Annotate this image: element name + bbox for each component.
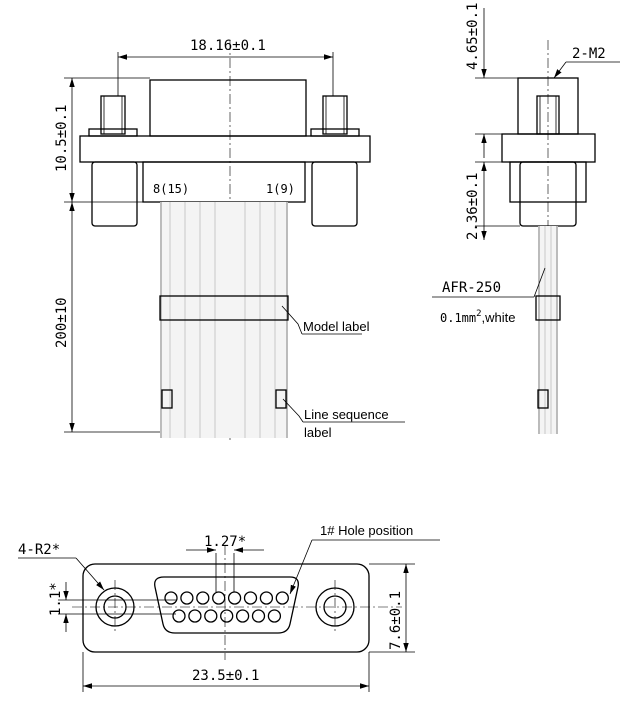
dim-side-thread: 2-M2 <box>553 46 620 79</box>
svg-text:Line sequence: Line sequence <box>304 407 389 422</box>
svg-text:1.27*: 1.27* <box>204 534 246 550</box>
front-model-label-band <box>159 295 289 321</box>
svg-text:label: label <box>304 425 332 440</box>
front-sequence-tag-left <box>161 389 173 409</box>
contact-pin <box>259 591 274 605</box>
svg-text:23.5±0.1: 23.5±0.1 <box>192 668 259 684</box>
svg-text:200±10: 200±10 <box>54 297 70 348</box>
front-flange <box>79 135 371 163</box>
contact-pin <box>220 609 234 623</box>
svg-text:1# Hole position: 1# Hole position <box>320 523 413 538</box>
svg-text:4.65±0.1: 4.65±0.1 <box>465 3 481 70</box>
leader-wire-spec: AFR-250 0.1mm2,white <box>432 267 546 325</box>
front-left-boss <box>91 161 138 227</box>
contact-pin <box>243 591 258 605</box>
contact-pin <box>251 609 266 623</box>
face-left-hole <box>95 587 135 627</box>
dim-row-offset: 1.1* <box>48 582 176 632</box>
dim-total-height: 7.6±0.1 <box>369 563 415 653</box>
leader-hole-position: 1# Hole position <box>289 523 440 595</box>
side-sequence-tag <box>537 389 549 409</box>
front-shell-top <box>149 79 307 137</box>
contact-pin <box>180 591 194 605</box>
front-right-boss <box>311 161 358 227</box>
side-view: 4.65±0.1 2.36±0.1 2-M2 AFR-250 0.1mm2,wh… <box>432 3 620 435</box>
contact-pin <box>275 591 289 605</box>
contact-pin <box>227 591 242 605</box>
contact-pin <box>204 609 218 623</box>
svg-text:1.1*: 1.1* <box>48 582 64 616</box>
svg-text:2-M2: 2-M2 <box>572 46 606 62</box>
svg-text:2.36±0.1: 2.36±0.1 <box>465 173 481 240</box>
dim-front-height: 10.5±0.1 <box>54 77 150 203</box>
face-right-hole <box>315 587 355 627</box>
pin-label-left: 8(15) <box>153 182 189 196</box>
dim-side-stud: 4.65±0.1 <box>465 3 518 158</box>
contact-pin <box>235 609 250 623</box>
dim-total-width: 23.5±0.1 <box>82 652 370 692</box>
contact-pin <box>212 591 226 605</box>
svg-text:Model label: Model label <box>303 319 370 334</box>
svg-text:18.16±0.1: 18.16±0.1 <box>190 38 266 54</box>
leader-line-sequence: Line sequence label <box>282 398 405 440</box>
front-view: 8(15) 1(9) 18.16±0.1 10.5±0.1 200±10 Mod… <box>54 38 405 440</box>
wire-spec: 0.1mm2,white <box>440 309 516 325</box>
svg-text:AFR-250: AFR-250 <box>442 280 501 296</box>
pin-label-right: 1(9) <box>266 182 295 196</box>
contact-pin <box>267 609 282 623</box>
side-flange <box>501 133 596 163</box>
face-plate <box>82 563 370 653</box>
face-pin-array <box>164 591 289 623</box>
side-model-label-band <box>535 295 561 321</box>
dim-side-depth: 2.36±0.1 <box>465 161 520 240</box>
face-d-shell <box>154 576 299 634</box>
dim-corner-radius: 4-R2* <box>18 542 105 591</box>
dim-cable-length: 200±10 <box>54 202 160 433</box>
side-wire-bundle <box>538 226 558 434</box>
dim-front-width: 18.16±0.1 <box>117 38 334 96</box>
dim-pitch: 1.27* <box>186 534 264 592</box>
svg-text:7.6±0.1: 7.6±0.1 <box>388 591 404 650</box>
front-left-stud <box>88 95 138 137</box>
contact-pin <box>196 591 210 605</box>
contact-pin <box>188 609 202 623</box>
svg-text:10.5±0.1: 10.5±0.1 <box>54 105 70 172</box>
svg-text:4-R2*: 4-R2* <box>18 542 60 558</box>
front-sequence-tag-right <box>275 389 287 409</box>
face-view: 1.27* 1.1* 4-R2* 1# Hole position 7 <box>18 523 440 692</box>
contact-pin <box>164 591 178 605</box>
leader-model-label: Model label <box>281 305 370 335</box>
contact-pin <box>172 609 186 623</box>
front-right-stud <box>310 95 360 137</box>
